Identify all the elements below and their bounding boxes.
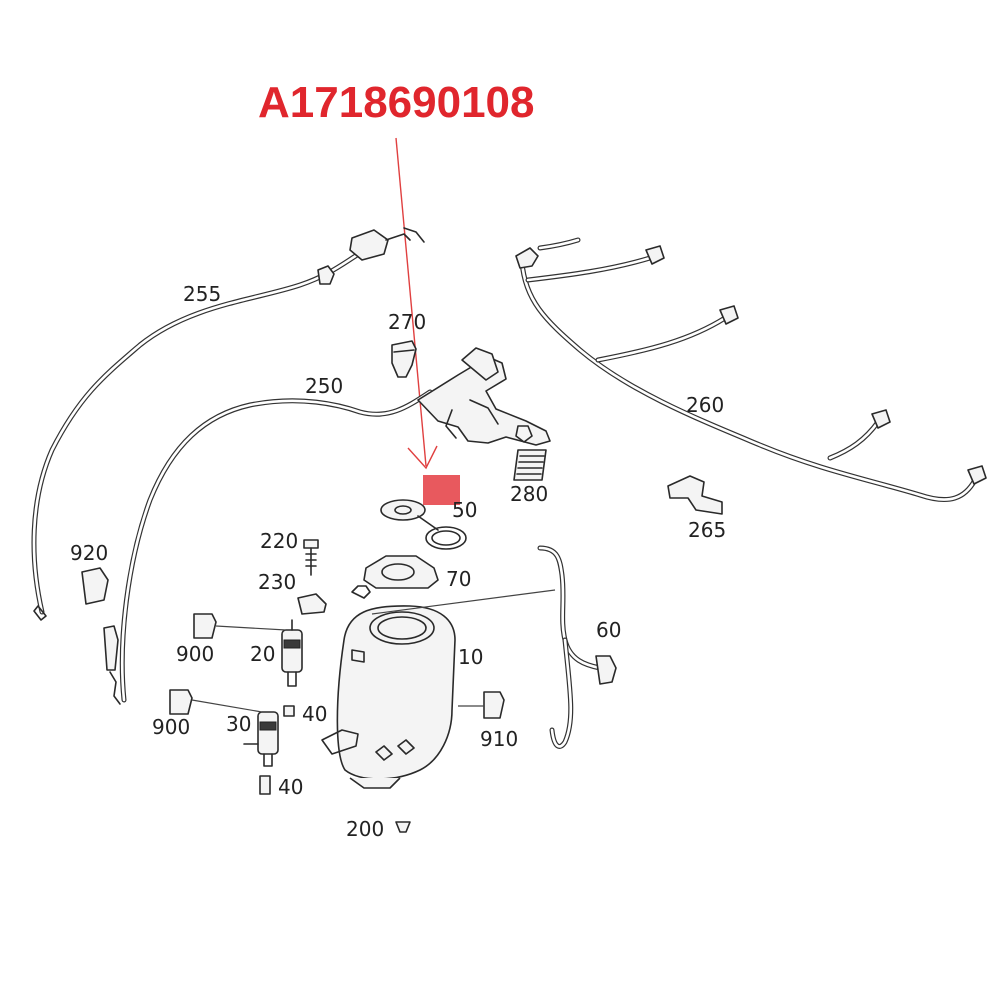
label-70: 70 bbox=[446, 567, 471, 591]
tube-60 bbox=[537, 545, 617, 749]
label-220: 220 bbox=[260, 529, 298, 553]
label-260: 260 bbox=[686, 393, 724, 417]
label-255: 255 bbox=[183, 282, 221, 306]
label-900-top: 900 bbox=[176, 642, 214, 666]
flange-70 bbox=[363, 555, 439, 589]
label-60: 60 bbox=[596, 618, 621, 642]
pump-30 bbox=[243, 711, 279, 767]
part-number-title: A1718690108 bbox=[258, 78, 534, 127]
label-900-bottom: 900 bbox=[152, 715, 190, 739]
nozzle-bracket-assembly bbox=[417, 347, 551, 446]
label-280: 280 bbox=[510, 482, 548, 506]
label-40-upper: 40 bbox=[302, 702, 327, 726]
label-250: 250 bbox=[305, 374, 343, 398]
grommet-910 bbox=[458, 691, 505, 719]
grommet-920 bbox=[81, 567, 109, 605]
reservoir-10 bbox=[321, 585, 556, 789]
highlight-marker bbox=[423, 475, 460, 505]
label-920: 920 bbox=[70, 541, 108, 565]
label-30: 30 bbox=[226, 712, 251, 736]
label-40-lower: 40 bbox=[278, 775, 303, 799]
label-910: 910 bbox=[480, 727, 518, 751]
nut-230 bbox=[297, 593, 327, 615]
pump-20 bbox=[281, 619, 303, 687]
hose-255 bbox=[31, 227, 425, 621]
label-230: 230 bbox=[258, 570, 296, 594]
label-200: 200 bbox=[346, 817, 384, 841]
bracket-265 bbox=[667, 475, 723, 515]
hose-250 bbox=[103, 389, 433, 705]
cap-50 bbox=[380, 499, 467, 550]
label-20: 20 bbox=[250, 642, 275, 666]
grommet-40 bbox=[259, 705, 295, 795]
grille-280 bbox=[513, 449, 547, 481]
label-265: 265 bbox=[688, 518, 726, 542]
hose-260 bbox=[515, 237, 987, 503]
part-labels: 255 270 250 260 280 50 265 220 920 70 23… bbox=[70, 282, 726, 841]
connector-900 bbox=[169, 613, 287, 715]
plug-200 bbox=[395, 821, 411, 833]
clip-270 bbox=[391, 340, 417, 378]
label-10: 10 bbox=[458, 645, 483, 669]
label-270: 270 bbox=[388, 310, 426, 334]
highlight-arrow bbox=[395, 137, 438, 470]
bolt-220 bbox=[303, 539, 319, 576]
label-50: 50 bbox=[452, 498, 477, 522]
